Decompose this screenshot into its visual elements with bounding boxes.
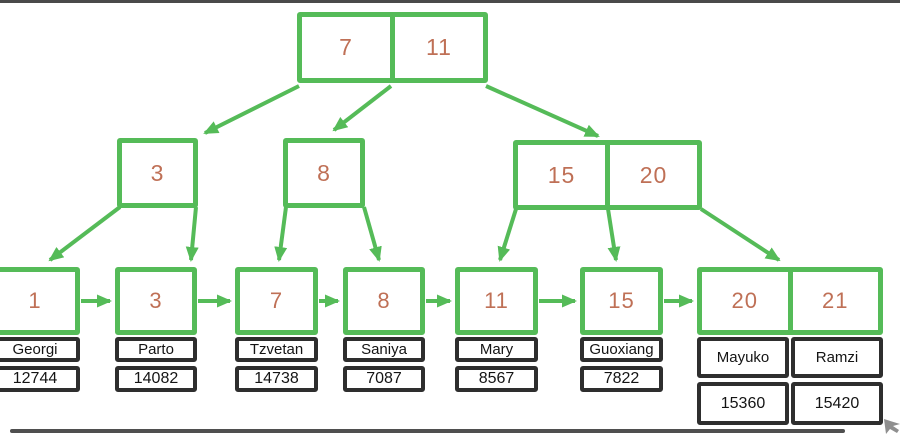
leaf-name-box: Tzvetan — [235, 337, 318, 362]
edge-3-to-leaf1 — [48, 205, 122, 262]
edge-8-to-leaf7 — [274, 206, 288, 262]
leaf-node-11: 11 Mary 8567 — [455, 267, 538, 392]
leaf-node-20-21: 20 21 Mayuko Ramzi 15360 15420 — [697, 267, 883, 425]
leaf-name-box: Ramzi — [791, 337, 883, 378]
leaf-value-box: 8567 — [455, 366, 538, 392]
leaf-key-box: 1 — [0, 267, 80, 335]
root-key-cell: 11 — [390, 17, 483, 78]
leaf-name-box: Mary — [455, 337, 538, 362]
leaf-value-box: 12744 — [0, 366, 80, 392]
leaf-node-3: 3 Parto 14082 — [115, 267, 197, 392]
leaf-node-15: 15 Guoxiang 7822 — [580, 267, 663, 392]
root-node: 7 11 — [297, 12, 488, 83]
leaf-name-box: Saniya — [343, 337, 425, 362]
leaf-value-box: 14082 — [115, 366, 197, 392]
internal-key-cell: 20 — [605, 145, 697, 205]
leaf-name-row: Mayuko Ramzi — [697, 335, 883, 378]
mouse-cursor-icon — [884, 419, 900, 434]
internal-key-cell: 8 — [317, 159, 331, 186]
internal-key-cell: 15 — [547, 161, 576, 188]
edge-15-to-leaf11 — [497, 208, 518, 262]
internal-node-15-20: 15 20 — [513, 140, 702, 210]
leaf-key-box: 20 21 — [697, 267, 883, 335]
top-border-strip — [0, 0, 900, 3]
leaf-node-7: 7 Tzvetan 14738 — [235, 267, 318, 392]
leaf-node-1: 1 Georgi 12744 — [0, 267, 80, 392]
leaf-key: 21 — [787, 272, 879, 330]
leaf-key: 15 — [608, 288, 635, 313]
leaf-key: 3 — [149, 288, 163, 313]
leaf-key: 7 — [269, 288, 284, 313]
leaf-name-box: Guoxiang — [580, 337, 663, 362]
leaf-key-box: 3 — [115, 267, 197, 335]
leaf-key: 1 — [28, 288, 42, 313]
leaf-name-box: Georgi — [0, 337, 80, 362]
leaf-key: 8 — [377, 288, 391, 313]
leaf-value-box: 7822 — [580, 366, 663, 392]
edge-root-to-8 — [332, 84, 393, 132]
internal-node-8: 8 — [283, 138, 365, 208]
leaf-key-box: 8 — [343, 267, 425, 335]
leaf-name-box: Parto — [115, 337, 197, 362]
root-key-cell: 7 — [339, 34, 353, 60]
leaf-key-box: 7 — [235, 267, 318, 335]
leaf-key: 20 — [731, 288, 758, 313]
leaf-value-box: 7087 — [343, 366, 425, 392]
leaf-key-box: 11 — [455, 267, 538, 335]
leaf-node-8: 8 Saniya 7087 — [343, 267, 425, 392]
bottom-border-strip — [10, 429, 845, 433]
leaf-value-row: 15360 15420 — [697, 378, 883, 425]
edge-20-to-leaf2021 — [699, 207, 781, 262]
leaf-value-box: 15420 — [791, 382, 883, 425]
leaf-value-box: 14738 — [235, 366, 318, 392]
leaf-key-box: 15 — [580, 267, 663, 335]
edge-15-to-leaf15 — [606, 208, 621, 262]
edge-8-to-leaf8 — [362, 206, 382, 262]
leaf-name-box: Mayuko — [697, 337, 789, 378]
internal-key-cell: 3 — [150, 159, 165, 186]
internal-node-3: 3 — [117, 138, 198, 208]
edge-root-to-15-20 — [485, 84, 600, 138]
edge-root-to-3 — [203, 84, 300, 135]
leaf-key: 11 — [484, 288, 509, 313]
edge-3-to-leaf3 — [185, 206, 199, 262]
leaf-value-box: 15360 — [697, 382, 789, 425]
